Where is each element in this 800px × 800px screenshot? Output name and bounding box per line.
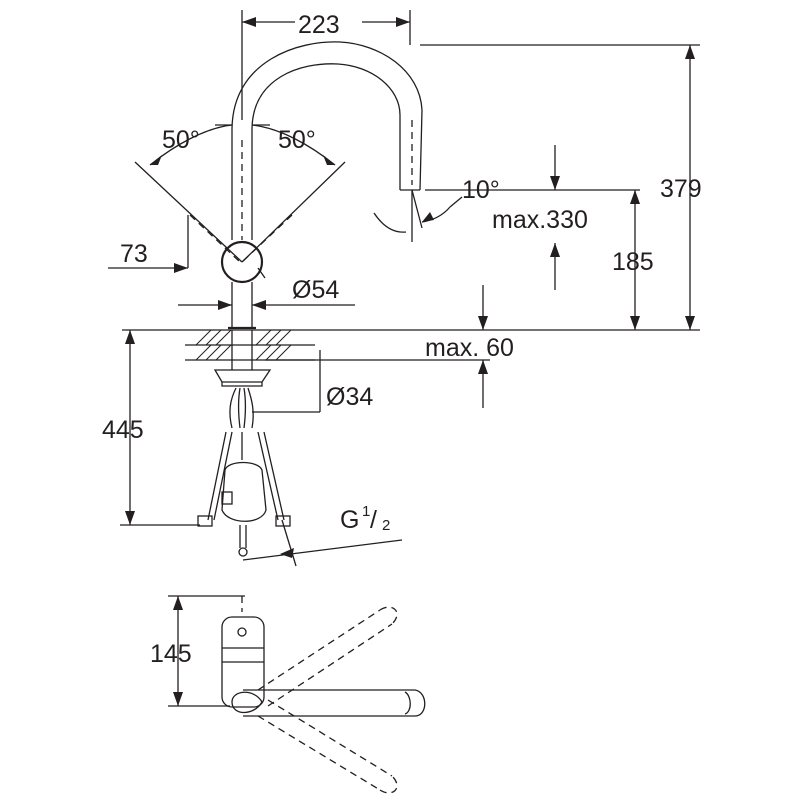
pullout-dimension: max.330 xyxy=(492,145,588,290)
plan-pivot xyxy=(231,691,263,714)
pullout-label: max.330 xyxy=(492,206,588,234)
right-hose-fitting xyxy=(275,515,291,527)
spray-arc xyxy=(373,212,407,233)
plan-swing-lower xyxy=(257,699,393,791)
supply-hoses xyxy=(197,387,291,557)
body-diameter-label: Ø54 xyxy=(292,276,339,304)
deck-thickness-dimension: max. 60 xyxy=(265,285,514,408)
body-offset-label: 73 xyxy=(120,240,148,268)
deck-hatching xyxy=(195,329,292,361)
swing-angle-dimension: 50° 50° xyxy=(149,124,336,166)
plan-spout xyxy=(243,689,426,717)
outlet-height-label: 185 xyxy=(612,248,654,276)
hose-length-label: 445 xyxy=(102,416,144,444)
total-height-label: 379 xyxy=(660,175,702,203)
spout-inner-edge xyxy=(251,63,401,190)
thread-label: G xyxy=(340,506,359,534)
thread-fraction-numerator: 1 xyxy=(362,503,370,520)
plan-depth-dimension: 145 xyxy=(150,596,230,707)
thread-fraction-denominator: 2 xyxy=(382,517,390,534)
plan-swing-upper xyxy=(257,609,393,707)
hole-diameter-label: Ø34 xyxy=(326,383,373,411)
body-offset-dimension: 73 xyxy=(108,215,189,273)
mounting-nut xyxy=(213,369,272,387)
body-diameter-dimension: Ø54 xyxy=(178,267,355,310)
plan-depth-label: 145 xyxy=(150,640,192,668)
connection-thread-dimension: G 1 / 2 xyxy=(242,503,403,567)
faucet-plan-view xyxy=(168,595,426,794)
lever-swing-lines xyxy=(189,214,293,263)
hose-length-dimension: 445 xyxy=(102,330,200,526)
shank xyxy=(231,330,253,370)
height-dimension: 379 xyxy=(420,44,702,330)
lever-hub xyxy=(220,240,264,284)
deck-thickness-label: max. 60 xyxy=(425,334,514,362)
reach-label: 223 xyxy=(298,11,340,39)
spray-angle-dimension: 10° xyxy=(422,176,640,222)
angle-right-label: 50° xyxy=(278,126,316,154)
thread-fraction-slash: / xyxy=(370,506,377,534)
hole-diameter-dimension: Ø34 xyxy=(252,350,373,413)
angle-left-label: 50° xyxy=(162,126,200,154)
spout-outer-edge xyxy=(231,41,423,191)
reach-dimension: 223 xyxy=(241,10,411,120)
outlet-height-dimension: 185 xyxy=(612,190,654,330)
left-hose-fitting xyxy=(197,515,213,527)
hose-weight xyxy=(221,461,267,522)
spray-angle-line xyxy=(411,189,423,229)
spray-angle-label: 10° xyxy=(462,176,500,204)
